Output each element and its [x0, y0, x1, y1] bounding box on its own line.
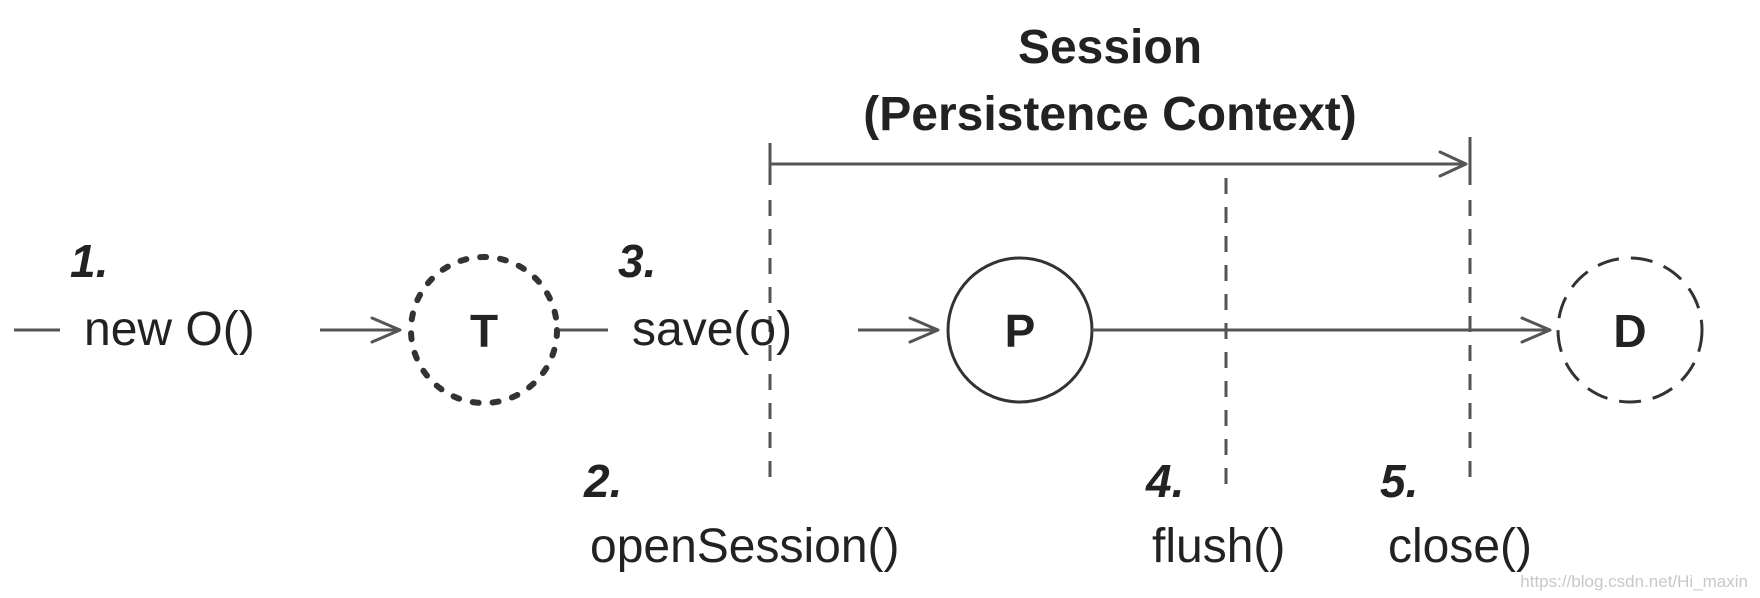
- step-2-number: 2.: [583, 455, 622, 507]
- persistent-state-label: P: [1005, 305, 1036, 357]
- step-1-label: new O(): [84, 303, 255, 356]
- session-title: Session: [1018, 21, 1202, 74]
- step-5-label: close(): [1388, 520, 1532, 573]
- step-4-number: 4.: [1145, 455, 1184, 507]
- persistent-to-detached-arrowhead: [1520, 316, 1552, 344]
- step-5-number: 5.: [1380, 455, 1418, 507]
- step-2-label: openSession(): [590, 520, 900, 573]
- detached-state-label: D: [1613, 305, 1646, 357]
- new-to-transient-arrowhead: [370, 316, 402, 344]
- session-span-arrowhead: [1438, 150, 1468, 178]
- watermark: https://blog.csdn.net/Hi_maxin: [1520, 572, 1748, 591]
- step-4-label: flush(): [1152, 520, 1285, 573]
- session-subtitle: (Persistence Context): [863, 88, 1356, 141]
- save-to-persistent-arrowhead: [908, 316, 940, 344]
- session-span: [768, 137, 1472, 185]
- transient-state-label: T: [470, 305, 498, 357]
- transient-state-circle: [408, 254, 560, 406]
- step-3-label: save(o): [632, 303, 792, 356]
- step-1-number: 1.: [70, 235, 108, 287]
- step-3-number: 3.: [618, 235, 656, 287]
- detached-state-circle: [1556, 256, 1704, 404]
